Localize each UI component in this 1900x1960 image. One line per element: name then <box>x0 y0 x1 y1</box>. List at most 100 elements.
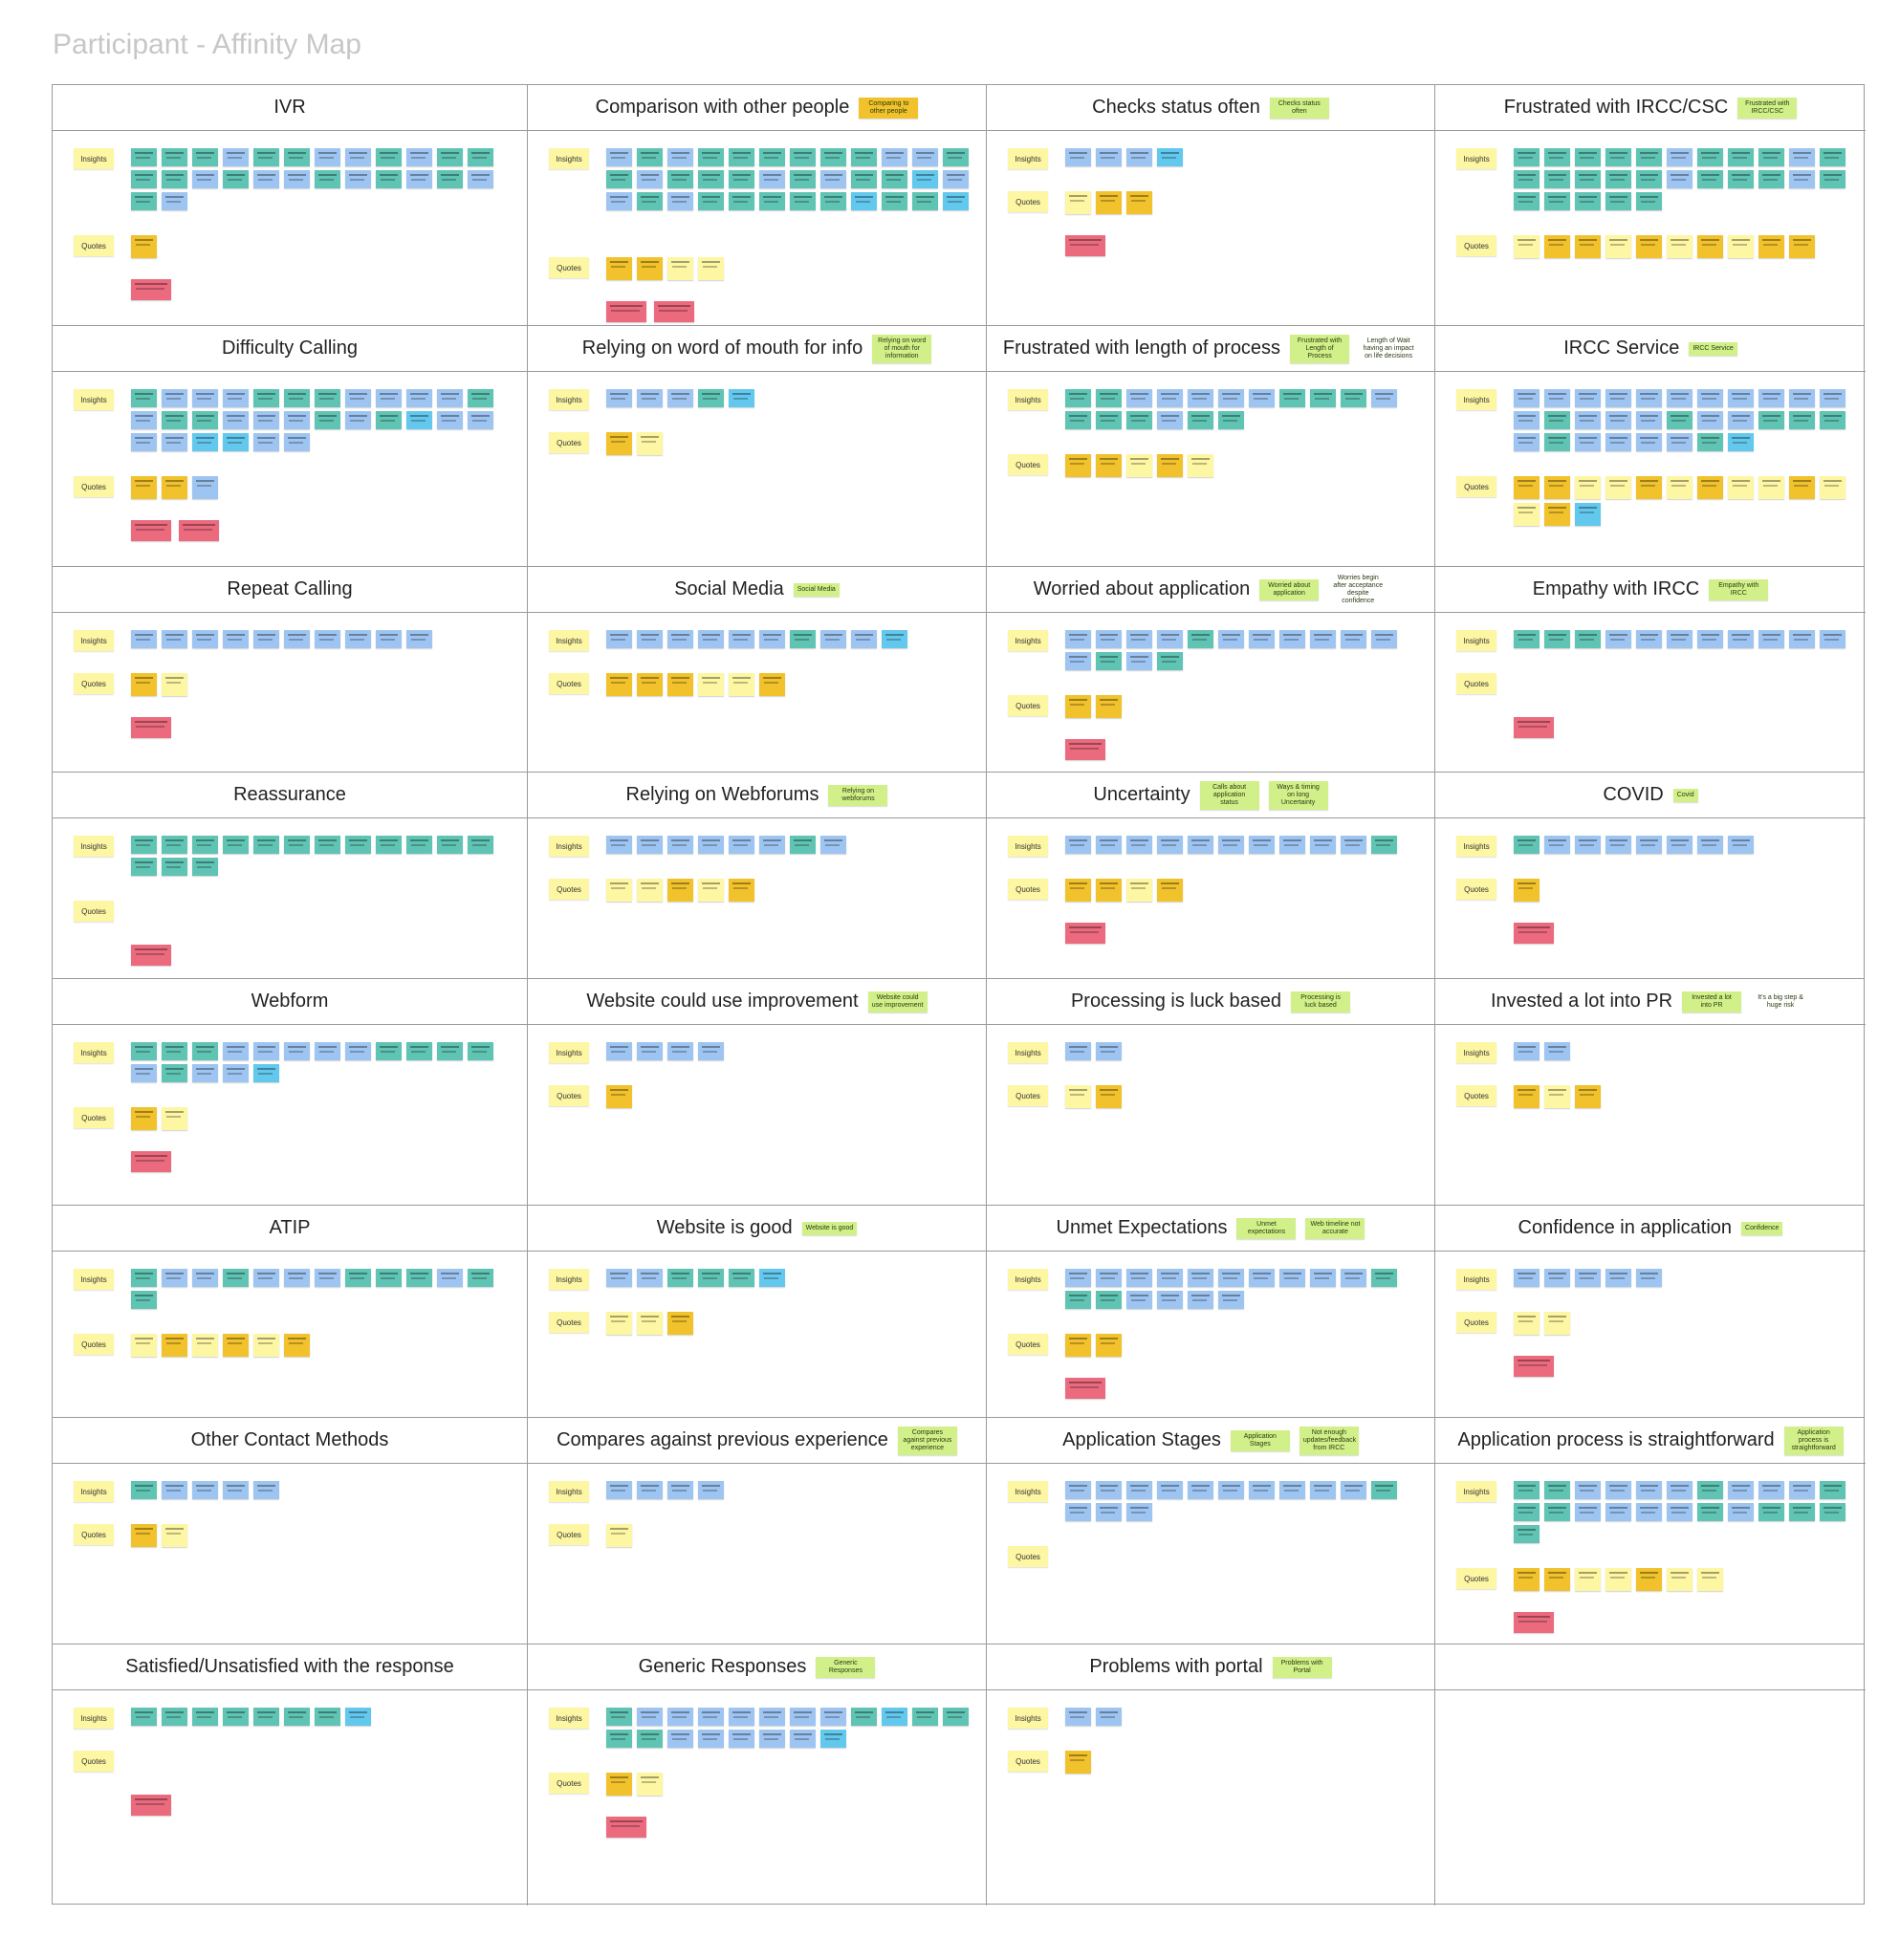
insight-sticky-note[interactable] <box>345 836 371 854</box>
theme-sticky-tag[interactable]: IRCC Service <box>1689 341 1737 356</box>
quote-sticky-note[interactable] <box>1667 1568 1693 1591</box>
quote-sticky-note[interactable] <box>131 1524 157 1547</box>
insight-sticky-note[interactable] <box>1249 1269 1275 1287</box>
insights-label[interactable]: Insights <box>74 836 114 857</box>
insight-sticky-note[interactable] <box>1514 1525 1540 1543</box>
insight-sticky-note[interactable] <box>1371 630 1397 648</box>
insight-sticky-note[interactable] <box>1820 630 1845 648</box>
quotes-label[interactable]: Quotes <box>1008 1334 1048 1355</box>
insight-sticky-note[interactable] <box>729 148 754 166</box>
insight-sticky-note[interactable] <box>1789 389 1815 407</box>
insight-sticky-note[interactable] <box>1820 1503 1845 1521</box>
insight-sticky-note[interactable] <box>1310 389 1336 407</box>
insight-sticky-note[interactable] <box>1820 148 1845 166</box>
insight-sticky-note[interactable] <box>1605 433 1631 451</box>
insight-sticky-note[interactable] <box>637 1042 663 1060</box>
insight-sticky-note[interactable] <box>698 1269 724 1287</box>
callout-sticky-note[interactable] <box>1065 739 1105 760</box>
insight-sticky-note[interactable] <box>315 1269 340 1287</box>
insight-sticky-note[interactable] <box>1544 192 1570 210</box>
quote-sticky-note[interactable] <box>1065 454 1091 477</box>
theme-cell[interactable] <box>1435 1644 1866 1906</box>
insight-sticky-note[interactable] <box>1820 389 1845 407</box>
theme-sticky-tag[interactable]: Confidence <box>1741 1221 1783 1235</box>
insight-sticky-note[interactable] <box>1667 1481 1693 1499</box>
insight-sticky-note[interactable] <box>131 1291 157 1309</box>
insight-sticky-note[interactable] <box>315 630 340 648</box>
insight-sticky-note[interactable] <box>162 858 187 876</box>
insight-sticky-note[interactable] <box>223 389 249 407</box>
quote-sticky-note[interactable] <box>1096 879 1122 902</box>
insight-sticky-note[interactable] <box>284 148 310 166</box>
insight-sticky-note[interactable] <box>698 389 724 407</box>
quotes-label[interactable]: Quotes <box>549 879 589 900</box>
insight-sticky-note[interactable] <box>284 836 310 854</box>
insight-sticky-note[interactable] <box>1544 1269 1570 1287</box>
quote-sticky-note[interactable] <box>606 1085 632 1108</box>
quote-sticky-note[interactable] <box>1575 235 1601 258</box>
quotes-label[interactable]: Quotes <box>74 1334 114 1355</box>
insight-sticky-note[interactable] <box>606 630 632 648</box>
insight-sticky-note[interactable] <box>1697 1503 1723 1521</box>
quote-sticky-note[interactable] <box>1758 235 1784 258</box>
quote-sticky-note[interactable] <box>1575 1085 1601 1108</box>
quote-sticky-note[interactable] <box>131 235 157 258</box>
insight-sticky-note[interactable] <box>253 1269 279 1287</box>
quotes-label[interactable]: Quotes <box>1008 695 1048 716</box>
quotes-label[interactable]: Quotes <box>549 257 589 278</box>
insight-sticky-note[interactable] <box>882 170 907 188</box>
theme-sticky-tag[interactable]: Unmet expectations <box>1236 1217 1297 1239</box>
insight-sticky-note[interactable] <box>253 170 279 188</box>
quote-sticky-note[interactable] <box>162 673 187 696</box>
insight-sticky-note[interactable] <box>1820 170 1845 188</box>
insight-sticky-note[interactable] <box>790 1708 816 1726</box>
insight-sticky-note[interactable] <box>192 1064 218 1082</box>
insight-sticky-note[interactable] <box>1157 652 1183 670</box>
insight-sticky-note[interactable] <box>1544 836 1570 854</box>
insight-sticky-note[interactable] <box>1636 411 1662 429</box>
insight-sticky-note[interactable] <box>1514 389 1540 407</box>
quotes-label[interactable]: Quotes <box>1456 673 1496 694</box>
insight-sticky-note[interactable] <box>253 1481 279 1499</box>
insight-sticky-note[interactable] <box>468 1269 493 1287</box>
insight-sticky-note[interactable] <box>820 836 846 854</box>
insight-sticky-note[interactable] <box>698 1708 724 1726</box>
quote-sticky-note[interactable] <box>1636 476 1662 499</box>
insight-sticky-note[interactable] <box>1279 1269 1305 1287</box>
insight-sticky-note[interactable] <box>1279 836 1305 854</box>
insight-sticky-note[interactable] <box>1126 1269 1152 1287</box>
insights-label[interactable]: Insights <box>1456 630 1496 651</box>
insight-sticky-note[interactable] <box>345 630 371 648</box>
insight-sticky-note[interactable] <box>131 1269 157 1287</box>
insight-sticky-note[interactable] <box>1096 389 1122 407</box>
insight-sticky-note[interactable] <box>376 389 402 407</box>
quote-sticky-note[interactable] <box>1065 1085 1091 1108</box>
insight-sticky-note[interactable] <box>851 148 877 166</box>
insight-sticky-note[interactable] <box>253 1708 279 1726</box>
quotes-label[interactable]: Quotes <box>1008 454 1048 475</box>
quote-sticky-note[interactable] <box>606 257 632 280</box>
insight-sticky-note[interactable] <box>345 389 371 407</box>
insight-sticky-note[interactable] <box>284 389 310 407</box>
insight-sticky-note[interactable] <box>1544 1503 1570 1521</box>
insights-label[interactable]: Insights <box>1008 148 1048 169</box>
insight-sticky-note[interactable] <box>759 630 785 648</box>
callout-sticky-note[interactable] <box>1065 235 1105 256</box>
quote-sticky-note[interactable] <box>1096 454 1122 477</box>
quote-sticky-note[interactable] <box>667 673 693 696</box>
insight-sticky-note[interactable] <box>223 411 249 429</box>
insight-sticky-note[interactable] <box>1667 411 1693 429</box>
insight-sticky-note[interactable] <box>1758 1481 1784 1499</box>
insight-sticky-note[interactable] <box>1514 411 1540 429</box>
insight-sticky-note[interactable] <box>912 192 938 210</box>
quotes-label[interactable]: Quotes <box>74 1751 114 1772</box>
insight-sticky-note[interactable] <box>729 630 754 648</box>
insight-sticky-note[interactable] <box>192 1269 218 1287</box>
insights-label[interactable]: Insights <box>1008 1042 1048 1063</box>
insight-sticky-note[interactable] <box>468 389 493 407</box>
